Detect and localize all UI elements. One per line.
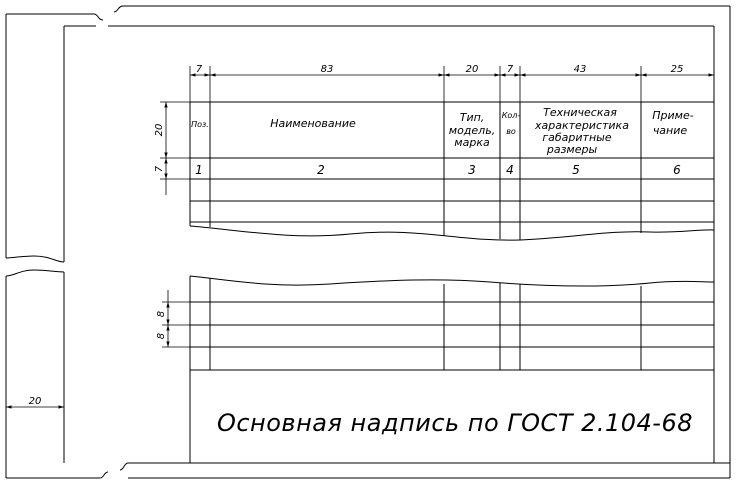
header-tech-line2: характеристика (534, 119, 629, 132)
column-number-2: 2 (317, 163, 325, 177)
column-number-4: 4 (506, 163, 514, 177)
table-headers: Поз. Наименование Тип, модель, марка Кол… (191, 106, 694, 156)
dim-name-width: 83 (321, 64, 334, 75)
column-number-5: 5 (572, 163, 580, 177)
header-tech-line1: Техническая (543, 106, 617, 119)
dim-first-row-height: 7 (154, 165, 165, 172)
specification-table-top (189, 101, 715, 241)
left-dimension-lower: 8 8 (156, 290, 190, 348)
column-numbers: 1 2 3 4 5 6 (195, 163, 681, 177)
dim-header-height: 20 (154, 124, 165, 137)
header-name: Наименование (270, 117, 356, 130)
dim-tech-width: 43 (574, 64, 587, 75)
left-dimension-upper: 20 7 (154, 101, 190, 195)
top-dimension-chain: 7 83 20 7 43 25 (189, 64, 715, 102)
header-type-line3: марка (454, 136, 490, 149)
column-number-3: 3 (468, 163, 476, 177)
dim-pos-width: 7 (196, 64, 203, 75)
title-block-caption: Основная надпись по ГОСТ 2.104-68 (217, 409, 693, 437)
dim-qty-width: 7 (507, 64, 514, 75)
header-note-line1: Приме- (652, 109, 693, 122)
header-note-line2: чание (653, 124, 688, 137)
header-tech-line4: размеры (546, 143, 598, 156)
header-type-line1: Тип, (460, 111, 485, 124)
dim-left-margin: 20 (29, 396, 42, 407)
header-qty-line2: во (506, 127, 516, 136)
inner-frame (63, 25, 715, 463)
dim-row-height-b: 8 (156, 333, 167, 339)
left-margin-dimension: 20 (6, 396, 64, 409)
dim-note-width: 25 (671, 64, 684, 75)
header-qty-line1: Кол- (502, 111, 521, 120)
column-number-1: 1 (195, 163, 203, 177)
dim-row-height-a: 8 (156, 311, 167, 317)
sheet-outline (5, 5, 731, 479)
dim-type-width: 20 (466, 64, 479, 75)
specification-table-bottom (189, 275, 715, 463)
header-tech-line3: габаритные (542, 131, 611, 144)
header-type-line2: модель, (449, 124, 495, 137)
header-pos: Поз. (191, 120, 209, 129)
column-number-6: 6 (673, 163, 681, 177)
